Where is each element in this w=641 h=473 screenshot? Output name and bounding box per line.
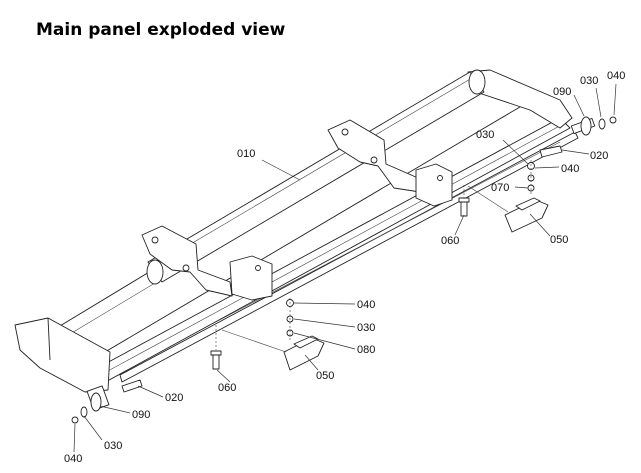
bracket-left	[141, 225, 273, 301]
clamp-050-left	[210, 299, 325, 371]
callout-020-left: 020	[165, 392, 183, 404]
callout-060-right: 060	[441, 235, 459, 247]
leader-lines	[73, 83, 617, 453]
callout-020-right: 020	[590, 150, 608, 162]
tube	[146, 69, 486, 285]
callout-040-top-right: 040	[607, 70, 625, 82]
callout-050-left: 050	[316, 370, 334, 382]
callout-060-left: 060	[218, 382, 236, 394]
callout-050-right: 050	[550, 234, 568, 246]
callout-040-middle: 040	[357, 299, 375, 311]
bracket-right	[327, 119, 453, 207]
callout-labels: 010 090 030 040 020 030 040 070 050 060 …	[64, 70, 625, 465]
callout-030-top-right: 030	[580, 75, 598, 87]
left-axle-hardware	[71, 379, 143, 424]
page-title: Main panel exploded view	[36, 20, 286, 40]
callout-070: 070	[491, 182, 509, 194]
callout-030-left: 030	[104, 440, 122, 452]
assembly-guides	[215, 160, 532, 353]
callout-080: 080	[357, 344, 375, 356]
callout-030-middle: 030	[357, 322, 375, 334]
callout-040-right: 040	[561, 163, 579, 175]
callout-010: 010	[237, 148, 255, 160]
callout-090-right: 090	[553, 86, 571, 98]
callout-040-left: 040	[64, 453, 82, 465]
callout-030-right: 030	[476, 129, 494, 141]
callout-090-left: 090	[132, 409, 150, 421]
right-axle-hardware	[539, 116, 617, 158]
